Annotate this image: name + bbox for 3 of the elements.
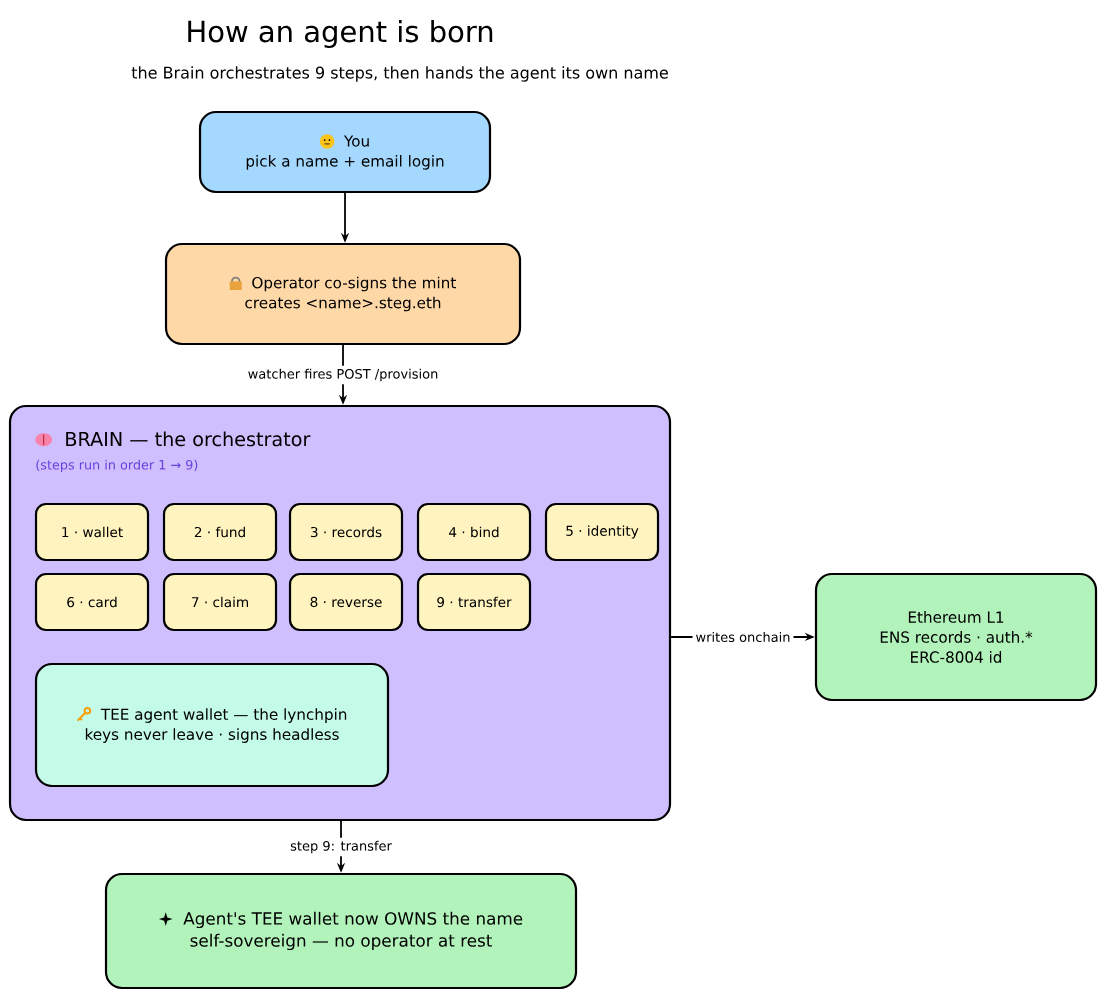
subtitle: the Brain orchestrates 9 steps, then hands the agent its own name <box>131 66 668 82</box>
process-box: Agent's TEE wallet now OWNS the name self-sovereign — no operator at rest <box>104 872 578 990</box>
title: How an agent is born <box>188 19 493 48</box>
